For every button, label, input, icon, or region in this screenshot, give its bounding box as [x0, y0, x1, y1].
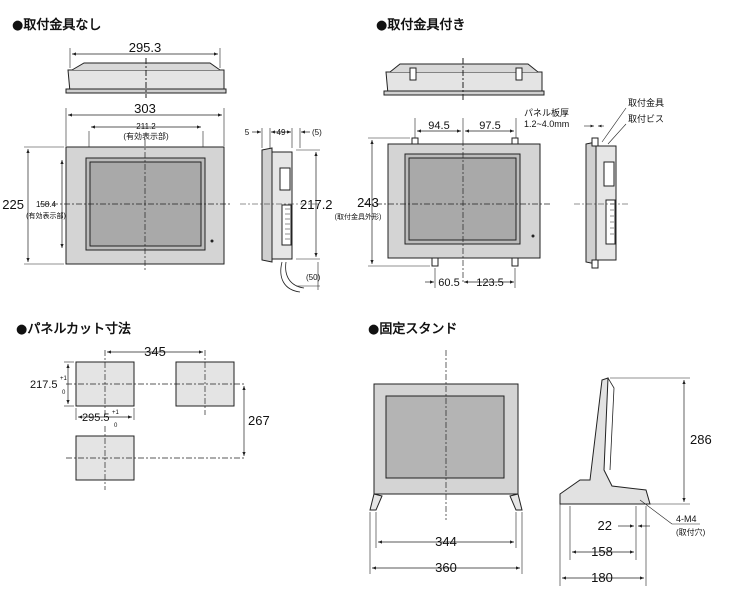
dim-display-height: 158.4 — [36, 200, 57, 209]
dim-top-width: 295.3 — [129, 40, 162, 55]
stand-front-view — [369, 350, 523, 574]
dim-bottom-left: 60.5 — [438, 277, 459, 289]
dim-bracket-height: 243 — [357, 195, 379, 210]
dim-cable: (50) — [306, 273, 321, 282]
holes-label: 4-M4 — [676, 514, 697, 524]
dim-cut-h: 217.5 — [30, 379, 58, 391]
panel-thickness-range: 1.2~4.0mm — [524, 119, 569, 129]
front-view — [24, 108, 232, 270]
panel-cutout-drawing — [64, 350, 246, 490]
dim-side-height: 217.2 — [300, 197, 333, 212]
side-view-bracket — [574, 107, 630, 269]
dim-foot-span: 158 — [591, 544, 613, 559]
dim-right-span: 97.5 — [479, 120, 500, 132]
panel-thickness-label: パネル板厚 — [524, 107, 569, 118]
dim-display-width: 211.2 — [136, 122, 156, 131]
top-view — [65, 48, 227, 98]
dim-cut-w: 295.5 — [82, 412, 110, 424]
dim-cut-w-tol-plus: +1 — [112, 410, 120, 416]
fixed-stand-drawing — [369, 350, 700, 586]
dim-width: 303 — [134, 101, 156, 116]
dim-pitch-x: 345 — [144, 344, 166, 359]
dim-bracket-height-note: (取付金具外形) — [335, 212, 382, 221]
dim-side-b: 49 — [277, 128, 286, 137]
dim-foot-depth: 180 — [591, 570, 613, 585]
dim-hole-offset: 22 — [598, 518, 612, 533]
holes-note: (取付穴) — [676, 527, 706, 537]
dim-cut-h-tol-zero: 0 — [62, 390, 66, 396]
dim-side-a: 5 — [245, 128, 250, 137]
stand-side-view — [559, 377, 700, 586]
front-view-bracket — [364, 118, 550, 288]
side-view — [240, 128, 320, 293]
dim-stand-outer-width: 360 — [435, 560, 457, 575]
bracket-label: 取付金具 — [628, 97, 664, 108]
dim-display-width-note: (有効表示部) — [123, 131, 169, 141]
screw-label: 取付ビス — [628, 114, 664, 124]
with-bracket-drawing — [364, 58, 630, 288]
dim-side-c: (5) — [312, 128, 322, 137]
dim-stand-height: 286 — [690, 432, 712, 447]
section-title-with-bracket: ●取付金具付き — [376, 18, 466, 33]
dim-display-height-note: (有効表示部) — [26, 211, 66, 220]
dim-stand-inner-width: 344 — [435, 534, 457, 549]
dim-left-span: 94.5 — [428, 120, 449, 132]
section-title-fixed-stand: ●固定スタンド — [368, 322, 458, 337]
section-title-panel-cutout: ●パネルカット寸法 — [16, 322, 131, 337]
dim-height: 225 — [2, 197, 24, 212]
dim-pitch-y: 267 — [248, 413, 270, 428]
section-title-no-bracket: ●取付金具なし — [12, 18, 102, 33]
top-view-bracket — [383, 58, 545, 100]
dim-bottom-right: 123.5 — [476, 277, 504, 289]
no-bracket-drawing — [24, 48, 320, 293]
dim-cut-w-tol-zero: 0 — [114, 423, 118, 429]
dim-cut-h-tol-plus: +1 — [60, 376, 68, 382]
